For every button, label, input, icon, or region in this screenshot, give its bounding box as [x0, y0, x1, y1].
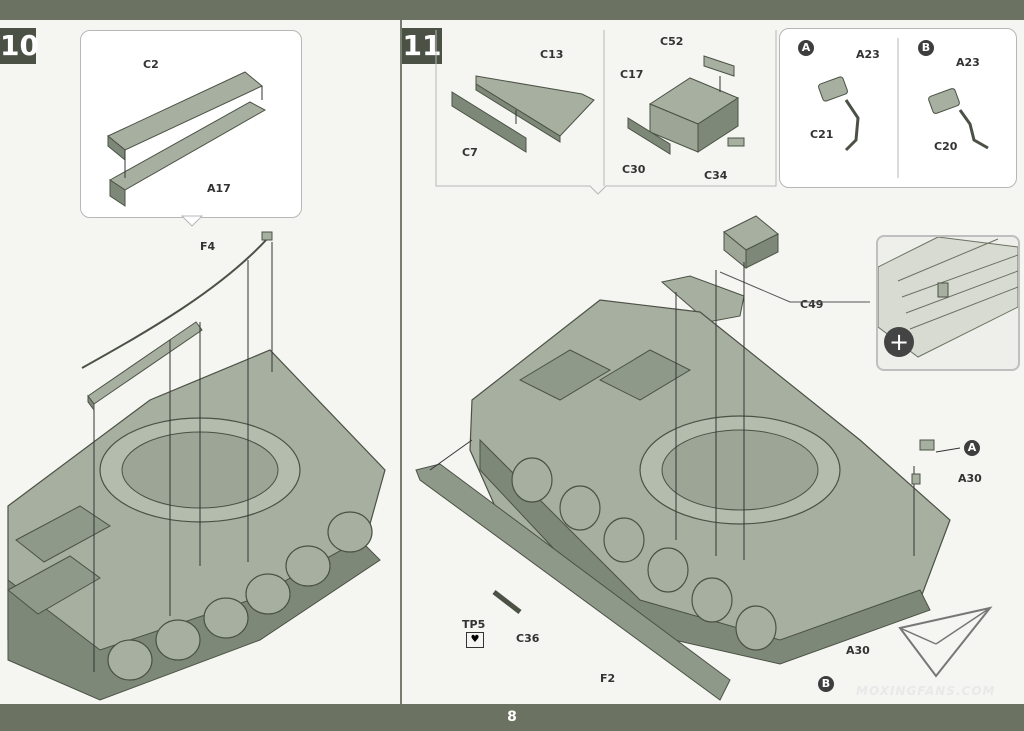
part-label-c21: C21	[810, 128, 834, 141]
part-label-c2: C2	[143, 58, 159, 71]
variant-b-placement-badge: B	[818, 676, 834, 692]
part-label-c52: C52	[660, 35, 684, 48]
variant-b-badge: B	[918, 40, 934, 56]
page-number: 8	[507, 709, 517, 725]
part-label-c36: C36	[516, 632, 540, 645]
variant-a-placement-badge: A	[964, 440, 980, 456]
part-label-c7: C7	[462, 146, 478, 159]
footer-bar	[0, 704, 1024, 731]
part-label-a30-lower: A30	[846, 644, 870, 657]
part-label-a30-upper: A30	[958, 472, 982, 485]
part-label-tp5: TP5	[462, 618, 486, 631]
step-11-number: 11	[402, 28, 442, 64]
part-label-c49: C49	[800, 298, 824, 311]
glue-heart-icon: ♥	[466, 632, 484, 648]
part-label-f4: F4	[200, 240, 216, 253]
part-label-c17: C17	[620, 68, 644, 81]
detail-inset-art	[878, 237, 1018, 358]
part-label-f2: F2	[600, 672, 616, 685]
part-label-c34: C34	[704, 169, 728, 182]
variant-a-badge: A	[798, 40, 814, 56]
part-label-c30: C30	[622, 163, 646, 176]
part-label-c20: C20	[934, 140, 958, 153]
part-label-a23-option-b: A23	[956, 56, 980, 69]
magnifier-icon: +	[884, 327, 914, 357]
step-10-number: 10	[0, 28, 39, 64]
step-divider	[400, 20, 402, 704]
detail-inset	[876, 235, 1020, 371]
watermark-text: MOXINGFANS.COM	[856, 684, 996, 698]
part-label-a17: A17	[207, 182, 231, 195]
part-label-a23-option-a: A23	[856, 48, 880, 61]
part-label-c13: C13	[540, 48, 564, 61]
